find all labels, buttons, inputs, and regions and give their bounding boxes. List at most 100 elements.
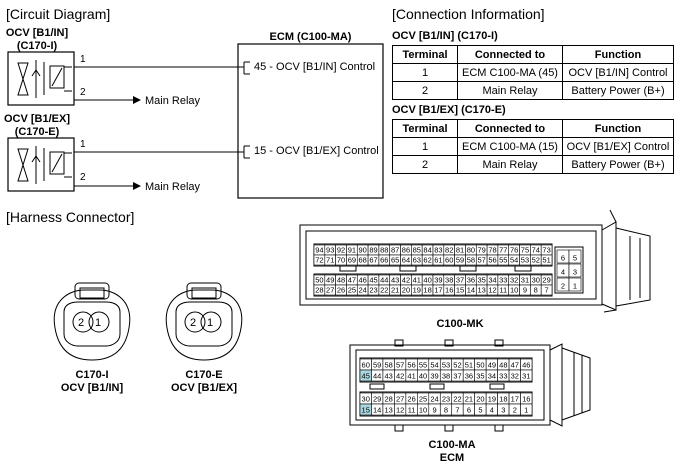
pin-number: 70	[337, 256, 345, 265]
pin-cell	[540, 284, 553, 296]
c100-ma-connector-drawing	[349, 339, 591, 432]
table-cell: OCV [B1/EX] Control	[562, 137, 674, 156]
pin-number: 44	[380, 276, 388, 285]
table-cell: ECM C100-MA (15)	[457, 137, 563, 156]
pin-number: 13	[478, 286, 486, 295]
pin-number: 4	[561, 268, 565, 277]
pin-number: 22	[380, 286, 388, 295]
pin-number: 12	[488, 286, 496, 295]
pin-number: 57	[396, 361, 404, 370]
pin-number: 66	[380, 256, 388, 265]
pin-number: 7	[455, 406, 459, 415]
pin-number: 56	[488, 256, 496, 265]
header-terminal: Terminal	[392, 119, 458, 138]
pin-number: 11	[499, 286, 507, 295]
table-row: 1 ECM C100-MA (45) OCV [B1/IN] Control	[392, 63, 674, 82]
pin-number: 93	[326, 246, 334, 255]
pin-number: 50	[476, 361, 484, 370]
c100-ma-label: C100-MA ECM	[412, 439, 492, 465]
pin-number: 17	[511, 395, 519, 404]
pin-cell	[568, 263, 582, 278]
table-cell: 1	[392, 137, 458, 156]
table-cell: 2	[392, 155, 458, 174]
pin-number: 39	[434, 276, 442, 285]
pin-number: 84	[423, 246, 431, 255]
pin-number: 30	[532, 276, 540, 285]
pin-number: 15	[362, 406, 370, 415]
c170e-desc: OCV [B1/EX]	[170, 382, 237, 394]
pin-number: 45	[369, 276, 377, 285]
pin-number: 26	[407, 395, 415, 404]
table-cell: Main Relay	[457, 155, 563, 174]
pin-number: 9	[432, 406, 436, 415]
table-header-row: Terminal Connected to Function	[392, 119, 674, 138]
pin-number: 74	[532, 246, 540, 255]
pin-number: 20	[402, 286, 410, 295]
pin-number: 28	[315, 286, 323, 295]
pin-number: 82	[445, 246, 453, 255]
pin-number: 42	[396, 372, 404, 381]
pin-number: 31	[522, 372, 530, 381]
pin-number: 89	[369, 246, 377, 255]
ocv-ex-name: OCV [B1/EX]	[4, 113, 71, 125]
ocv-in-symbol	[7, 51, 75, 106]
harness-connector-title: [Harness Connector]	[6, 209, 135, 225]
pin-number: 88	[380, 246, 388, 255]
pin-number: 5	[573, 254, 577, 263]
pin-number: 16	[522, 395, 530, 404]
table-cell: Battery Power (B+)	[562, 81, 674, 100]
c100-mk-label: C100-MK	[436, 318, 484, 330]
pin-number: 47	[511, 361, 519, 370]
pin-number: 34	[488, 372, 496, 381]
pin-number: 83	[434, 246, 442, 255]
pin-number: 31	[521, 276, 529, 285]
pin-number: 65	[391, 256, 399, 265]
svg-text:1: 1	[207, 317, 213, 329]
pin-number: 38	[442, 372, 450, 381]
pin-number: 36	[467, 276, 475, 285]
pin-cell	[568, 249, 582, 264]
pin-number: 46	[522, 361, 530, 370]
pin-number: 55	[419, 361, 427, 370]
ocv-in-table-title: OCV [B1/IN] (C170-I)	[392, 30, 498, 42]
table-row: 1 ECM C100-MA (15) OCV [B1/EX] Control	[392, 137, 674, 156]
pin-number: 49	[488, 361, 496, 370]
ecm-pin15-label: 15 - OCV [B1/EX] Control	[254, 145, 379, 157]
pin-number: 18	[423, 286, 431, 295]
connection-info-title: [Connection Information]	[392, 6, 545, 22]
pin-number: 12	[396, 406, 404, 415]
pin-number: 13	[384, 406, 392, 415]
table-cell: Main Relay	[457, 81, 563, 100]
ocv-ex-symbol	[7, 137, 75, 192]
pin-number: 54	[510, 256, 518, 265]
pin-cell	[520, 369, 533, 382]
pin-number: 58	[384, 361, 392, 370]
header-function: Function	[562, 45, 674, 64]
pin-number: 53	[521, 256, 529, 265]
pin-number: 33	[499, 372, 507, 381]
pin-number: 27	[326, 286, 334, 295]
header-connected-to: Connected to	[457, 45, 563, 64]
pin-number: 52	[532, 256, 540, 265]
pin-number: 91	[348, 246, 356, 255]
pin-number: 9	[523, 286, 527, 295]
header-function: Function	[562, 119, 674, 138]
pin-number: 44	[373, 372, 381, 381]
pin-number: 69	[348, 256, 356, 265]
main-relay-label-ex: Main Relay	[145, 181, 201, 193]
pin-number: 20	[476, 395, 484, 404]
pin-number: 22	[453, 395, 461, 404]
table-cell: 1	[392, 63, 458, 82]
ecm-pin45-label: 45 - OCV [B1/IN] Control	[254, 61, 376, 73]
pin-number: 30	[362, 395, 370, 404]
pin-number: 60	[362, 361, 370, 370]
table-cell: ECM C100-MA (45)	[457, 63, 563, 82]
pin-number: 52	[453, 361, 461, 370]
pin-number: 36	[465, 372, 473, 381]
ocv-ex-connection-table: Terminal Connected to Function 1 ECM C10…	[392, 119, 674, 174]
pin-cell	[540, 254, 553, 266]
pin-cell	[568, 277, 582, 292]
pin-number: 21	[391, 286, 399, 295]
